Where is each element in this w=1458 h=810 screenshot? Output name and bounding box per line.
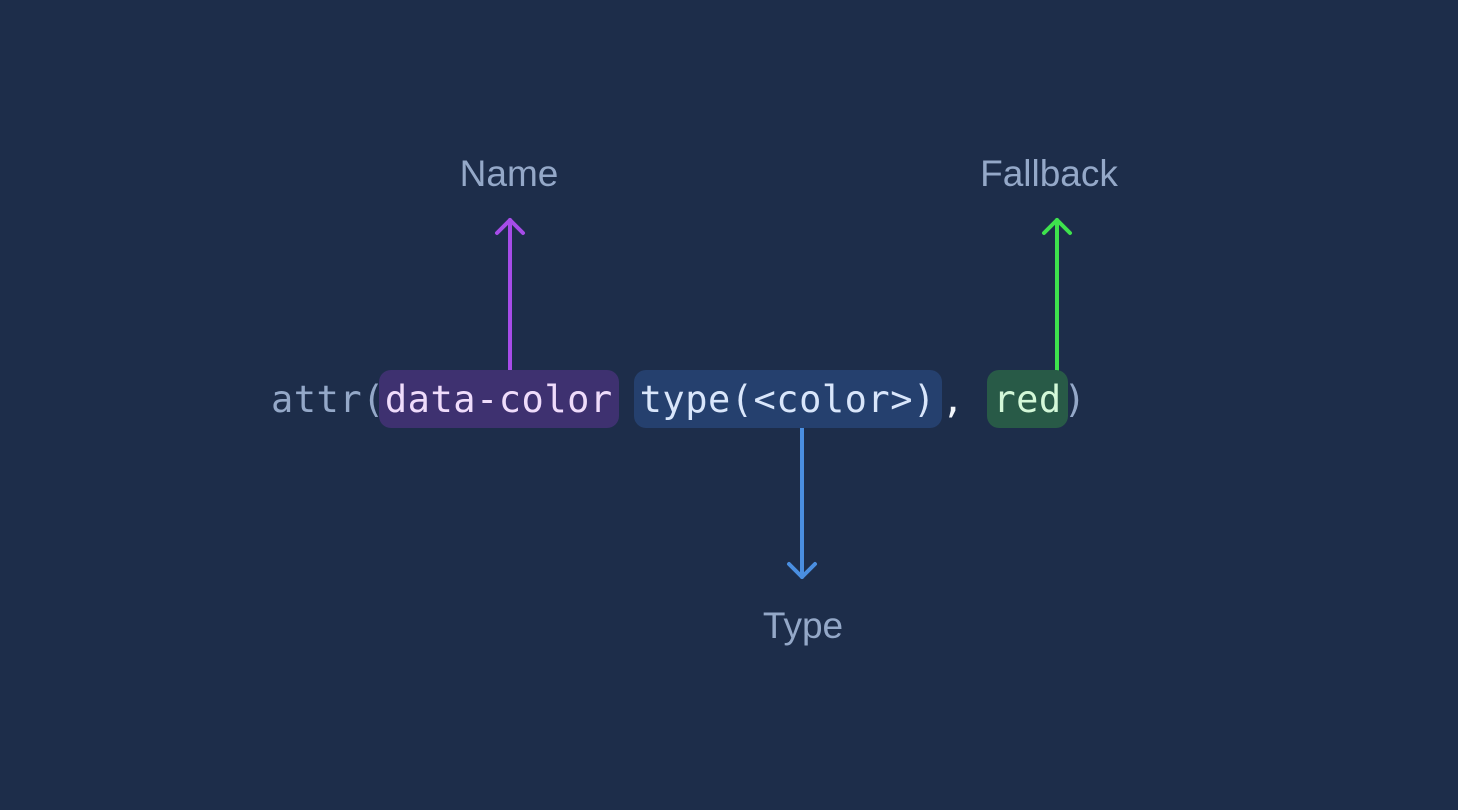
type-arrow-icon [787,426,817,579]
attr-prefix: attr( [271,377,385,421]
name-arrow-icon [495,218,525,372]
name-label: Name [459,153,559,194]
attr-suffix: ) [1063,377,1087,421]
token-separator [619,378,634,421]
fallback-label: Fallback [980,153,1118,194]
type-token-pill: type(<color>) [633,370,942,428]
attr-expression: attr(data-color type(<color>), red) [271,370,1086,428]
comma-separator: , [941,377,988,421]
fallback-token-pill: red [987,370,1068,428]
type-label: Type [762,605,844,646]
name-token-pill: data-color [378,370,619,428]
fallback-arrow-icon [1042,218,1072,372]
